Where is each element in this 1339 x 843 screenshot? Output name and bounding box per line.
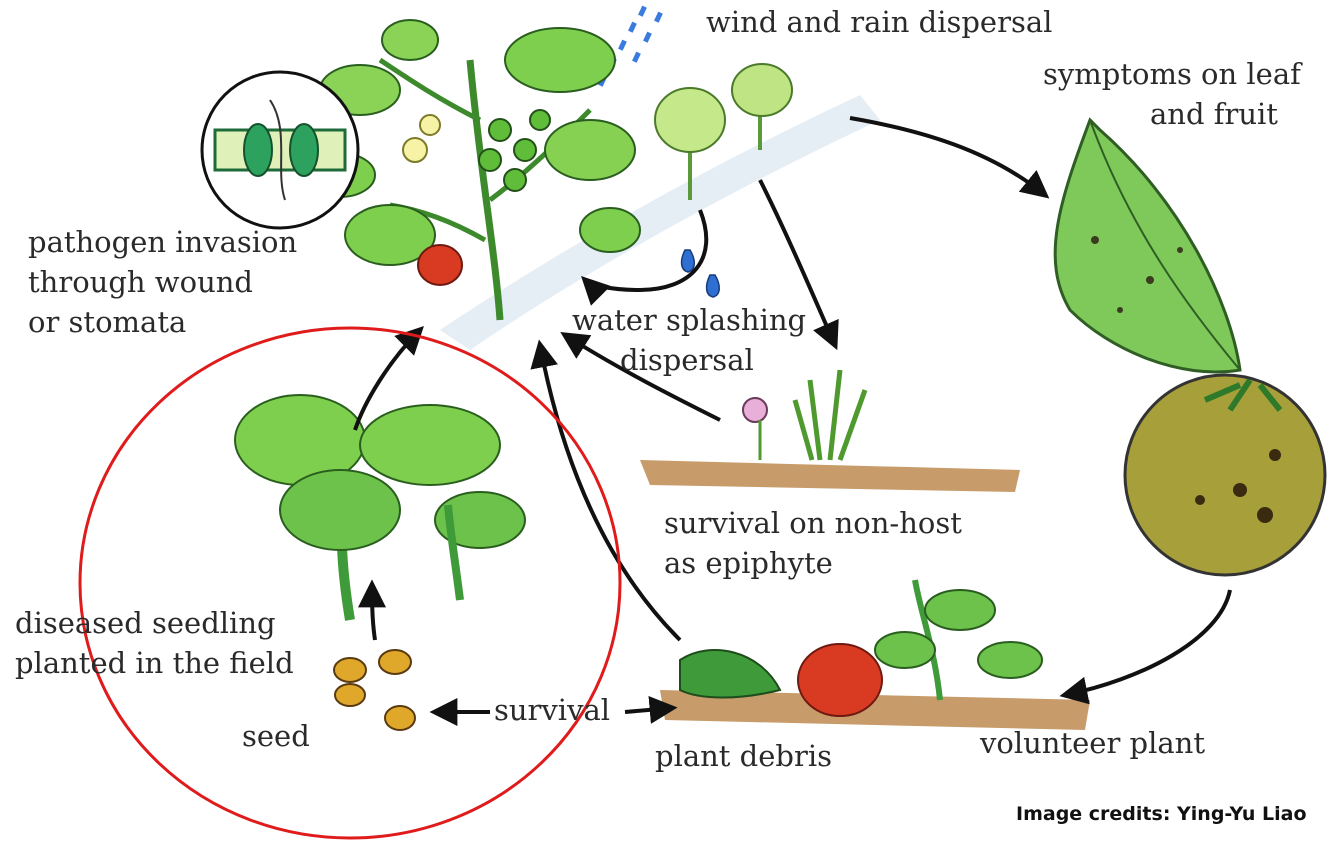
label-non-host-line2: as epiphyte [664, 545, 833, 581]
label-plant-debris: plant debris [655, 738, 832, 774]
seeds [334, 650, 415, 730]
label-seedling-line1: diseased seedling [15, 605, 276, 641]
label-water-splashing-line1: water splashing [572, 302, 806, 338]
label-water-splashing-line2: dispersal [620, 342, 754, 378]
label-pathogen-line2: through wound [28, 264, 253, 300]
label-pathogen-line3: or stomata [28, 304, 186, 340]
stomata-inset [202, 72, 358, 228]
label-symptoms-line2: and fruit [1150, 96, 1278, 132]
label-seedling-line2: planted in the field [15, 645, 294, 681]
label-survival: survival [494, 692, 610, 728]
debris-and-volunteer [660, 580, 1090, 730]
water-drops [682, 250, 720, 297]
diseased-tomato-fruit [1125, 375, 1325, 575]
label-wind-rain-dispersal: wind and rain dispersal [706, 4, 1052, 40]
image-credit: Image credits: Ying-Yu Liao [1016, 803, 1307, 825]
diseased-seedling [235, 395, 525, 620]
label-volunteer-plant: volunteer plant [980, 725, 1205, 761]
label-seed: seed [242, 718, 310, 754]
label-non-host-line1: survival on non-host [664, 505, 962, 541]
non-host-patch [640, 370, 1020, 492]
symptomatic-leaf [1055, 120, 1240, 372]
label-symptoms-line1: symptoms on leaf [1043, 56, 1301, 92]
highlight-circle [80, 328, 620, 838]
label-pathogen-line1: pathogen invasion [28, 224, 297, 260]
